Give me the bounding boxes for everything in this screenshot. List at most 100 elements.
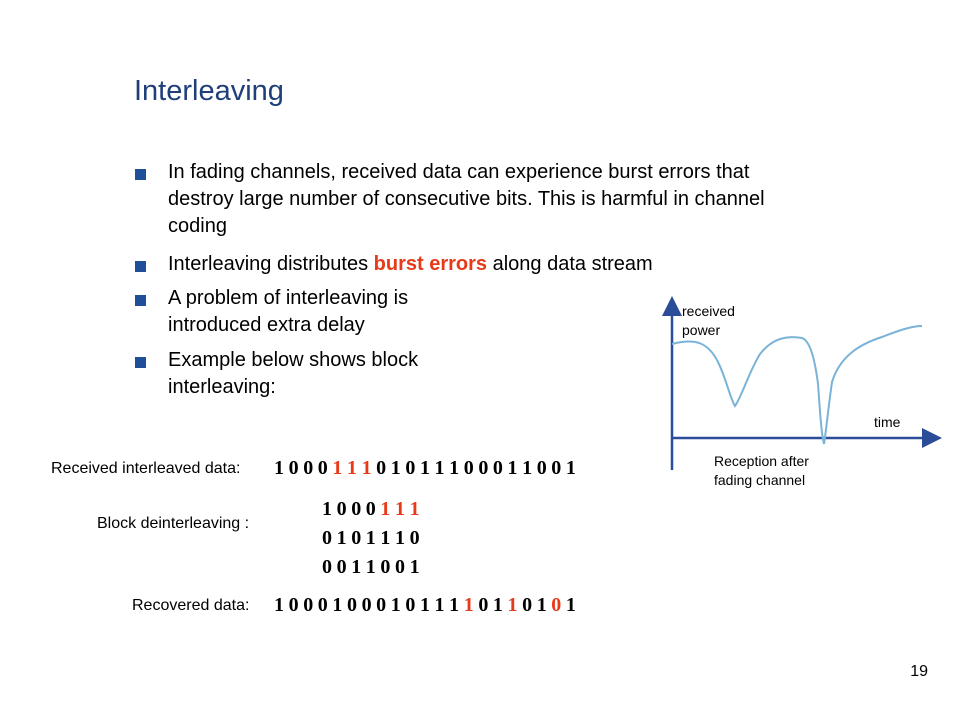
bullet-1: In fading channels, received data can ex…	[168, 159, 765, 240]
bit: 0	[322, 527, 332, 549]
bit: 1	[507, 457, 518, 479]
bit: 1	[565, 594, 576, 616]
fading-channel-figure: received power time Reception after fadi…	[650, 292, 950, 502]
error-bit: 1	[332, 457, 343, 479]
bit: 0	[405, 594, 416, 616]
error-bit: 1	[394, 498, 405, 520]
bit: 0	[376, 457, 387, 479]
bit: 0	[288, 457, 299, 479]
y-axis-label: received power	[682, 302, 735, 340]
bullet-marker	[135, 169, 146, 180]
bit: 1	[419, 594, 430, 616]
bit: 1	[336, 527, 347, 549]
bullet-4-line-1: Example below shows block	[168, 349, 419, 371]
bit: 1	[419, 457, 430, 479]
figure-caption: Reception after fading channel	[714, 452, 809, 490]
slide-title: Interleaving	[134, 75, 284, 107]
x-axis-label: time	[874, 414, 901, 430]
bit: 0	[361, 594, 372, 616]
received-data-label: Received interleaved data:	[51, 460, 241, 477]
bit: 1	[274, 457, 284, 479]
bit: 1	[536, 594, 547, 616]
bit: 1	[565, 457, 576, 479]
error-bit: 1	[346, 457, 357, 479]
bullet-3: A problem of interleaving is introduced …	[168, 285, 408, 339]
bit: 1	[390, 594, 401, 616]
bit: 0	[405, 457, 416, 479]
bullet-4-line-2: interleaving:	[168, 376, 276, 398]
bit: 1	[492, 594, 503, 616]
figure-caption-line-2: fading channel	[714, 472, 806, 488]
bit: 0	[522, 594, 533, 616]
bit: 0	[536, 457, 547, 479]
bullet-marker	[135, 357, 146, 368]
deinterleaving-label: Block deinterleaving :	[97, 515, 250, 532]
bullet-marker	[135, 261, 146, 272]
bit: 0	[336, 498, 347, 520]
bit: 1	[449, 457, 460, 479]
recovered-data-label: Recovered data:	[132, 597, 250, 614]
bit: 0	[478, 457, 489, 479]
bit: 0	[288, 594, 299, 616]
bit: 1	[522, 457, 533, 479]
bullet-3-line-2: introduced extra delay	[168, 314, 365, 336]
error-bit: 1	[361, 457, 372, 479]
bullet-marker	[135, 295, 146, 306]
error-bit: 1	[507, 594, 518, 616]
error-bit: 0	[551, 594, 562, 616]
bit: 0	[551, 457, 562, 479]
bit: 1	[409, 556, 420, 578]
bullet-1-line-3: coding	[168, 215, 227, 237]
bit: 0	[346, 594, 357, 616]
bit: 1	[351, 556, 362, 578]
bit: 0	[478, 594, 489, 616]
bullet-3-line-1: A problem of interleaving is	[168, 287, 409, 309]
bit: 1	[380, 527, 391, 549]
bit: 1	[274, 594, 284, 616]
error-bit: 1	[380, 498, 391, 520]
bit: 1	[449, 594, 460, 616]
burst-errors-highlight: burst errors	[373, 253, 488, 275]
figure-caption-line-1: Reception after	[714, 453, 809, 469]
bit: 1	[365, 556, 376, 578]
bit: 0	[351, 498, 362, 520]
page-number: 19	[910, 663, 928, 680]
bit: 0	[322, 556, 332, 578]
bullet-2-text-before: Interleaving distributes	[168, 253, 374, 275]
bullet-2-text-after: along data stream	[487, 253, 653, 275]
bit: 1	[394, 527, 405, 549]
bullet-1-line-1: In fading channels, received data can ex…	[168, 161, 750, 183]
bit: 0	[317, 457, 328, 479]
bit: 0	[409, 527, 420, 549]
bullet-2: Interleaving distributes burst errors al…	[168, 251, 653, 278]
y-axis-label-line-2: power	[682, 322, 721, 338]
bit: 0	[303, 457, 314, 479]
y-axis-label-line-1: received	[682, 303, 735, 319]
fading-channel-plot	[662, 296, 942, 470]
bit: 0	[380, 556, 391, 578]
bit: 0	[394, 556, 405, 578]
bullet-4: Example below shows block interleaving:	[168, 347, 418, 401]
bit: 0	[365, 498, 376, 520]
bit: 1	[390, 457, 401, 479]
bit: 1	[434, 594, 445, 616]
received-power-curve	[671, 325, 923, 445]
bit: 0	[303, 594, 314, 616]
bit: 1	[332, 594, 343, 616]
bit: 0	[492, 457, 503, 479]
bit: 0	[317, 594, 328, 616]
error-bit: 1	[409, 498, 420, 520]
bit: 0	[463, 457, 474, 479]
bullet-1-line-2: destroy large number of consecutive bits…	[168, 188, 765, 210]
bit: 0	[336, 556, 347, 578]
bit: 1	[322, 498, 332, 520]
bit: 1	[365, 527, 376, 549]
bit: 0	[376, 594, 387, 616]
bit: 1	[434, 457, 445, 479]
bit: 0	[351, 527, 362, 549]
